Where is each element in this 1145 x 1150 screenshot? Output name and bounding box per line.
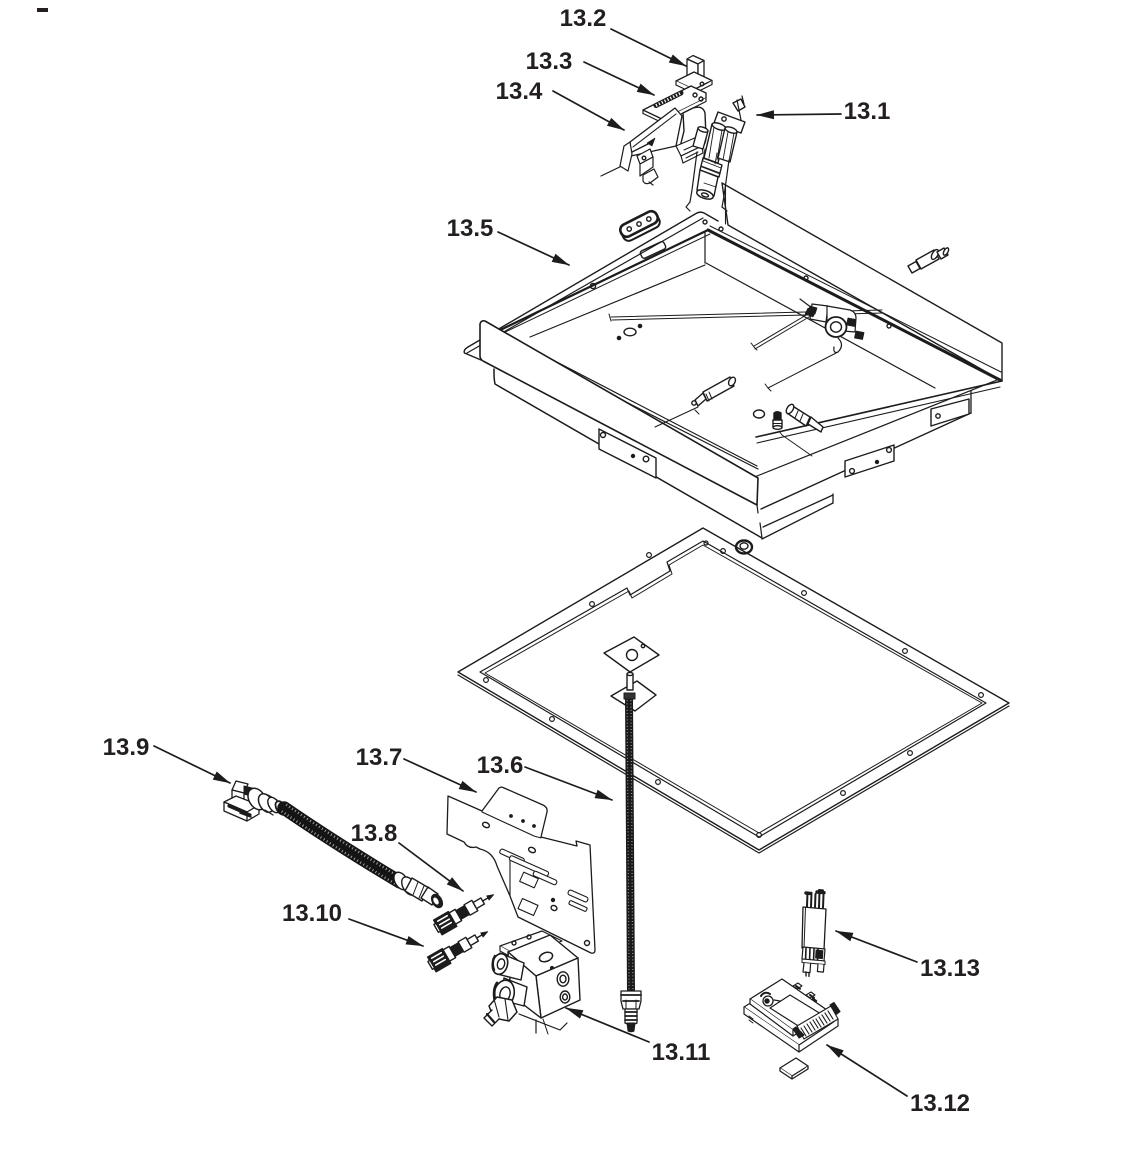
- svg-text:13.10: 13.10: [282, 900, 342, 927]
- svg-text:13.5: 13.5: [447, 215, 494, 242]
- svg-text:13.9: 13.9: [103, 734, 150, 761]
- svg-text:13.6: 13.6: [477, 752, 524, 779]
- svg-text:13.13: 13.13: [920, 955, 980, 982]
- svg-text:13.3: 13.3: [526, 48, 573, 75]
- svg-text:13.2: 13.2: [560, 5, 607, 32]
- svg-text:13.1: 13.1: [844, 98, 891, 125]
- svg-text:13.12: 13.12: [910, 1090, 970, 1117]
- svg-text:13.7: 13.7: [356, 744, 403, 771]
- svg-text:13.8: 13.8: [351, 820, 398, 847]
- svg-text:13.4: 13.4: [496, 78, 543, 105]
- svg-text:13.11: 13.11: [652, 1039, 711, 1066]
